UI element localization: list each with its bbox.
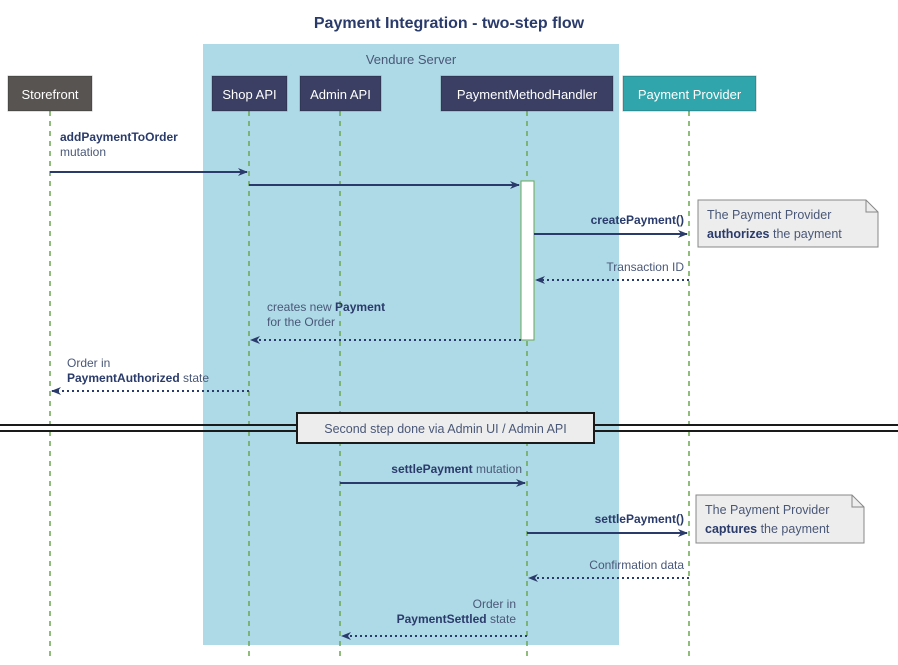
label-line: for the Order	[267, 315, 335, 329]
participant-box[interactable]	[622, 75, 757, 112]
participant-admin-api[interactable]: Admin API	[299, 75, 382, 112]
label-line: mutation	[60, 145, 106, 159]
label-line: The Payment Provider	[707, 208, 831, 222]
note-body	[697, 199, 879, 248]
participant-label: Payment Provider	[638, 87, 742, 102]
label-line: settlePayment mutation	[391, 462, 522, 476]
participants: Storefront Shop API Admin API PaymentMethod…	[7, 75, 757, 112]
group-vendure-server: Vendure Server	[203, 44, 619, 645]
participant-storefront[interactable]: Storefront	[7, 75, 93, 112]
notes: The Payment Provider authorizes the payme…	[695, 199, 879, 544]
note-body	[695, 494, 865, 544]
label-line: PaymentSettled state	[397, 612, 517, 626]
label-line: settlePayment()	[595, 512, 684, 526]
label-line: Order in	[67, 356, 110, 370]
participant-box[interactable]	[211, 75, 288, 112]
divider-label: Second step done via Admin UI / Admin AP…	[324, 422, 567, 436]
note-capture: The Payment Provider captures the payment	[695, 494, 865, 544]
label-line: captures the payment	[705, 522, 830, 536]
participant-provider[interactable]: Payment Provider	[622, 75, 757, 112]
label-line: The Payment Provider	[705, 503, 829, 517]
note-authorize: The Payment Provider authorizes the payme…	[697, 199, 879, 248]
group-label: Vendure Server	[366, 52, 457, 67]
note-fold-icon	[851, 495, 864, 508]
label-line: Order in	[473, 597, 516, 611]
page-title: Payment Integration - two-step flow	[314, 15, 585, 32]
label-line: authorizes the payment	[707, 227, 842, 241]
label-line: Transaction ID	[606, 260, 684, 274]
participant-box[interactable]	[440, 75, 614, 112]
participant-label: Shop API	[222, 87, 276, 102]
participant-box[interactable]	[299, 75, 382, 112]
message-m7: settlePayment mutation	[340, 462, 526, 487]
message-m8: settlePayment()	[527, 512, 688, 537]
label-line: createPayment()	[591, 213, 684, 227]
divider: Second step done via Admin UI / Admin AP…	[0, 412, 898, 444]
participant-label: Admin API	[310, 87, 371, 102]
participant-box[interactable]	[7, 75, 93, 112]
label-line: creates new Payment	[267, 300, 385, 314]
note-fold-icon	[865, 200, 878, 213]
label-line: Confirmation data	[589, 558, 684, 572]
participant-label: PaymentMethodHandler	[457, 87, 598, 102]
activation-bar	[520, 180, 535, 341]
message-m3: createPayment()	[534, 213, 688, 238]
label-line: addPaymentToOrder	[60, 130, 178, 144]
participant-label: Storefront	[21, 87, 78, 102]
divider-box	[296, 412, 595, 444]
participant-handler[interactable]: PaymentMethodHandler	[440, 75, 614, 112]
label-line: PaymentAuthorized state	[67, 371, 209, 385]
message-m9: Confirmation data	[528, 558, 689, 582]
participant-shop-api[interactable]: Shop API	[211, 75, 288, 112]
message-m4: Transaction ID	[535, 260, 689, 284]
